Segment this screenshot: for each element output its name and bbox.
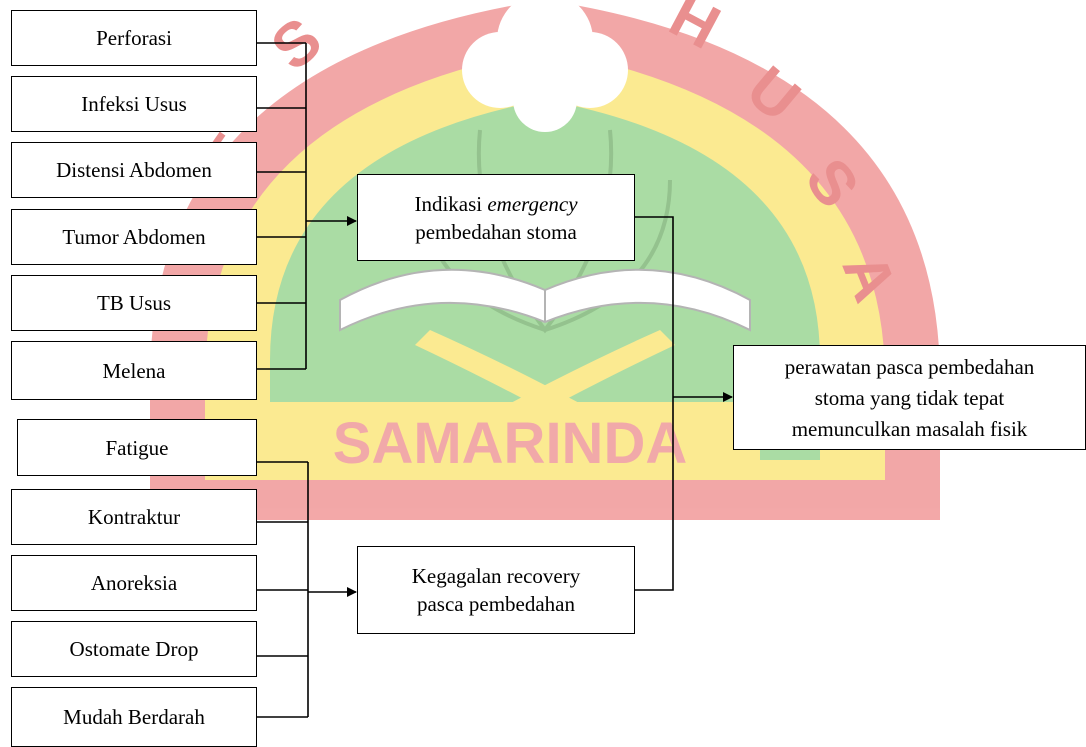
cause-box-tumor-abdomen: Tumor Abdomen [11, 209, 257, 265]
cause-label: Tumor Abdomen [62, 225, 206, 249]
indikasi-emergency-box: Indikasi emergency pembedahan stoma [357, 174, 635, 261]
cause-box-mudah-berdarah: Mudah Berdarah [11, 687, 257, 747]
cause-box-melena: Melena [11, 341, 257, 400]
result-box: perawatan pasca pembedahan stoma yang ti… [733, 345, 1086, 450]
cause-box-fatigue: Fatigue [17, 419, 257, 476]
cause-label: Distensi Abdomen [56, 158, 212, 182]
result-line-2: stoma yang tidak tepat [814, 386, 1005, 410]
cause-box-infeksi-usus: Infeksi Usus [11, 76, 257, 132]
indikasi-line-2: pembedahan stoma [415, 219, 577, 244]
logo-book-icon [339, 268, 751, 332]
cause-label: Infeksi Usus [81, 92, 187, 116]
result-line-1: perawatan pasca pembedahan [784, 355, 1035, 379]
cause-box-anoreksia: Anoreksia [11, 555, 257, 611]
cause-box-distensi-abdomen: Distensi Abdomen [11, 142, 257, 198]
cause-label: Perforasi [96, 26, 172, 50]
logo-banner [255, 402, 760, 476]
kegagalan-recovery-box: Kegagalan recovery pasca pembedahan [357, 546, 635, 634]
cause-box-perforasi: Perforasi [11, 10, 257, 66]
logo-banner-text: SAMARINDA [333, 411, 687, 476]
cause-box-tb-usus: TB Usus [11, 275, 257, 331]
kegagalan-line-1: Kegagalan recovery [411, 564, 581, 588]
kegagalan-line-2: pasca pembedahan [416, 592, 575, 616]
logo-flower-icon [462, 0, 628, 132]
cause-label: Melena [102, 358, 166, 383]
result-line-3: memunculkan masalah fisik [791, 417, 1028, 441]
cause-box-kontraktur: Kontraktur [11, 489, 257, 545]
indikasi-italic: emergency [487, 191, 578, 216]
cause-label: Anoreksia [90, 571, 178, 595]
cause-label: Mudah Berdarah [63, 705, 205, 729]
cause-label: Fatigue [105, 435, 169, 460]
indikasi-prefix: Indikasi [414, 191, 488, 216]
cause-box-ostomate-drop: Ostomate Drop [11, 621, 257, 677]
connector-kegagalan-out [635, 397, 674, 591]
indikasi-line-1: Indikasi emergency [414, 190, 577, 218]
connector-indikasi-out [635, 216, 674, 397]
cause-label: TB Usus [96, 291, 172, 315]
cause-label: Ostomate Drop [69, 637, 199, 661]
cause-label: Kontraktur [87, 505, 181, 529]
